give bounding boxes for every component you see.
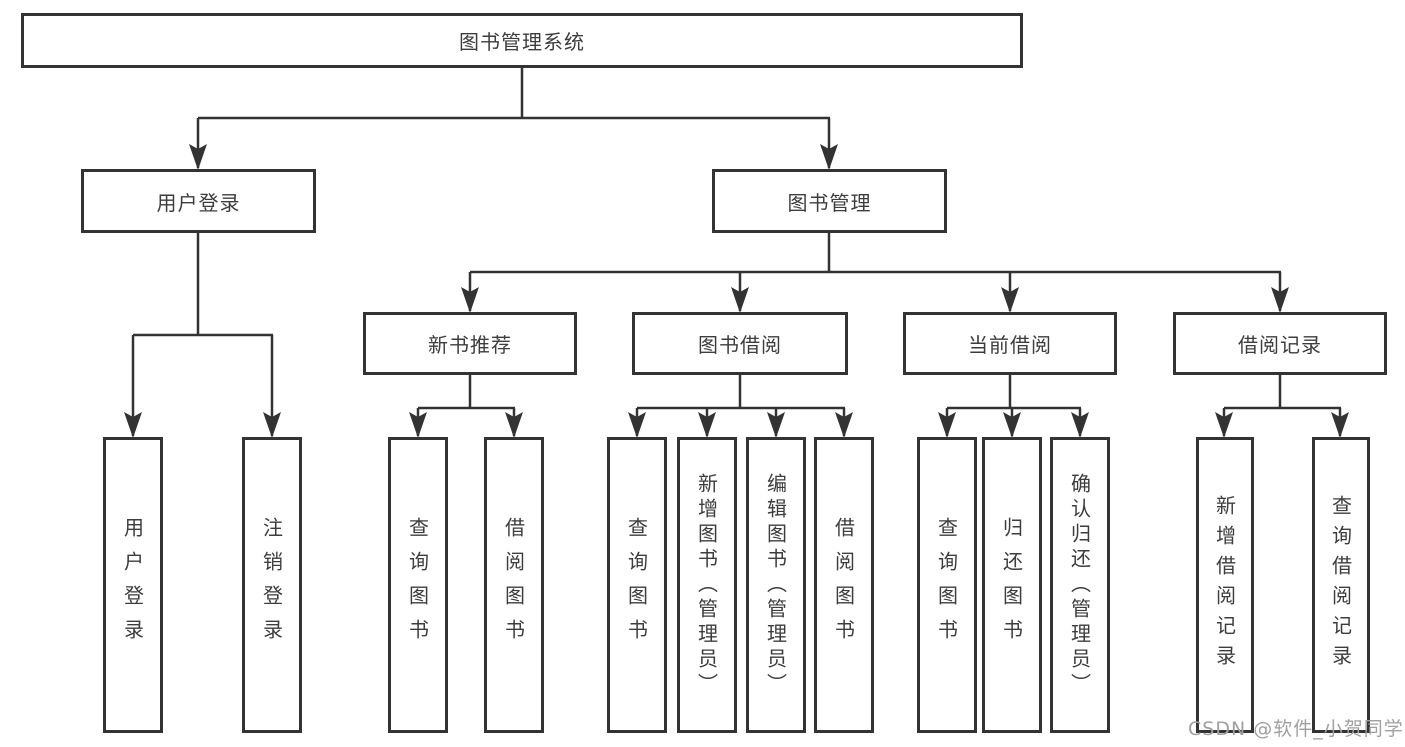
connector-borrow-records-children [1222,375,1342,436]
leaf-add-books-admin-label: 新增图书（管理员） [694,472,719,698]
leaf-borrow-books-bb: 借阅图书 [814,437,874,733]
node-book-borrow-label: 图书借阅 [698,333,782,357]
leaf-query-books-rec-label: 查询图书 [405,517,430,653]
node-new-book-rec-label: 新书推荐 [428,333,512,357]
leaf-query-books-cb-label: 查询图书 [934,517,959,653]
leaf-return-books: 归还图书 [982,437,1042,733]
connector-book-mgmt-children [468,233,1282,311]
arrowhead [731,287,749,313]
connector-root-to-level2 [196,68,831,168]
arrowhead [938,412,956,438]
connector-book-borrow-children [635,375,846,436]
leaf-add-books-admin: 新增图书（管理员） [677,437,737,733]
arrowhead [263,412,281,438]
arrowhead [1071,412,1089,438]
leaf-add-borrow-record-label: 新增借阅记录 [1212,495,1237,675]
node-user-login: 用户登录 [81,169,316,233]
leaf-query-borrow-record-label: 查询借阅记录 [1328,495,1353,675]
arrowhead [628,412,646,438]
node-borrow-records: 借阅记录 [1173,312,1387,375]
node-book-borrow: 图书借阅 [632,312,848,375]
leaf-query-books-rec: 查询图书 [388,437,448,733]
arrowhead [505,412,523,438]
node-new-book-rec: 新书推荐 [363,312,577,375]
leaf-confirm-return-admin-label: 确认归还（管理员） [1067,472,1092,698]
leaf-user-login: 用户登录 [103,437,163,733]
leaf-borrow-books-bb-label: 借阅图书 [831,517,856,653]
leaf-query-borrow-record: 查询借阅记录 [1312,437,1370,733]
arrowhead [1215,412,1233,438]
arrowhead [124,412,142,438]
arrowhead [1271,287,1289,313]
node-book-mgmt: 图书管理 [712,169,947,233]
csdn-watermark: CSDN @软件_小贺同学 [1188,718,1404,740]
leaf-logout-label: 注销登录 [259,517,284,653]
arrowhead [1001,287,1019,313]
leaf-confirm-return-admin: 确认归还（管理员） [1050,437,1110,733]
arrowhead [820,144,838,170]
arrowhead [1331,412,1349,438]
arrowhead [1003,412,1021,438]
node-current-borrow-label: 当前借阅 [968,333,1052,357]
node-root: 图书管理系统 [21,13,1023,68]
leaf-return-books-label: 归还图书 [999,517,1024,653]
node-user-login-label: 用户登录 [156,190,241,215]
node-borrow-records-label: 借阅记录 [1238,333,1322,357]
arrowhead [189,144,207,170]
leaf-query-books-bb: 查询图书 [607,437,667,733]
leaf-edit-books-admin-label: 编辑图书（管理员） [763,472,788,698]
arrowhead [835,412,853,438]
node-book-mgmt-label: 图书管理 [787,190,872,215]
leaf-borrow-books-rec: 借阅图书 [484,437,544,733]
node-current-borrow: 当前借阅 [903,312,1117,375]
connector-user-login-children [131,233,274,436]
arrowhead [409,412,427,438]
arrowhead [698,412,716,438]
node-root-label: 图书管理系统 [459,30,585,54]
leaf-edit-books-admin: 编辑图书（管理员） [746,437,806,733]
leaf-borrow-books-rec-label: 借阅图书 [501,517,526,653]
leaf-logout: 注销登录 [242,437,302,733]
leaf-query-books-bb-label: 查询图书 [624,517,649,653]
leaf-query-books-cb: 查询图书 [917,437,977,733]
arrowheads [124,144,1349,438]
leaf-add-borrow-record: 新增借阅记录 [1196,437,1254,733]
connector-new-book-children [416,375,516,436]
leaf-user-login-label: 用户登录 [120,517,145,653]
arrowhead [767,412,785,438]
arrowhead [461,287,479,313]
